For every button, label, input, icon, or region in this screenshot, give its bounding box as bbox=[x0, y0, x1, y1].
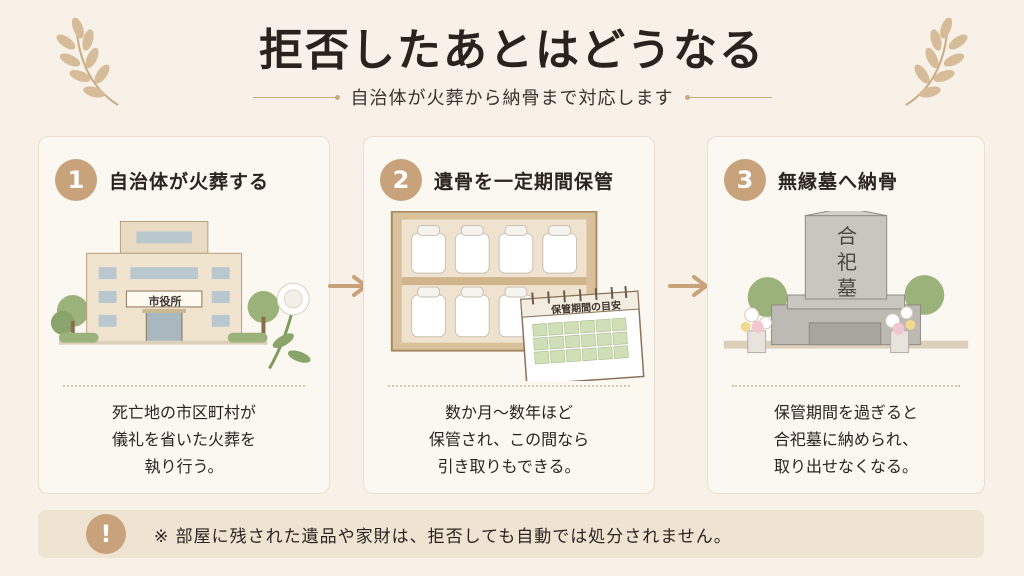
desc-line: 合祀墓に納められ、 bbox=[773, 430, 919, 449]
step-number-2: 2 bbox=[380, 159, 422, 201]
step-divider-2 bbox=[388, 385, 630, 387]
desc-line: 死亡地の市区町村が bbox=[111, 403, 256, 422]
tombstone-char: 祀 bbox=[837, 250, 857, 274]
subtitle-line-right bbox=[684, 94, 772, 100]
step-description-2: 数か月〜数年ほど 保管され、この間なら 引き取りもできる。 bbox=[364, 399, 654, 480]
tombstone-char: 墓 bbox=[837, 276, 857, 300]
laurel-left-icon bbox=[56, 17, 119, 106]
step-card-3: 3 無縁墓へ納骨 合 祀 墓 保管期間を過ぎると 合祀墓に納められ、 取り出せな… bbox=[707, 136, 985, 494]
page-subtitle: 自治体が火葬から納骨まで対応します bbox=[350, 88, 674, 109]
city-hall-icon bbox=[50, 221, 311, 370]
tombstone-icon bbox=[723, 211, 969, 354]
city-hall-sign: 市役所 bbox=[148, 295, 182, 308]
urn-shelf-icon bbox=[390, 211, 645, 381]
desc-line: 数か月〜数年ほど bbox=[444, 403, 573, 422]
step-title-3: 無縁墓へ納骨 bbox=[778, 170, 899, 193]
step-card-2: 2 遺骨を一定期間保管 bbox=[363, 136, 655, 494]
step-card-1: 1 自治体が火葬する 市役所 死亡地の市 bbox=[38, 136, 330, 494]
desc-line: 保管され、この間なら bbox=[428, 430, 590, 449]
step-divider-3 bbox=[732, 385, 960, 387]
step-header-2: 2 遺骨を一定期間保管 bbox=[380, 159, 614, 201]
desc-line: 取り出せなくなる。 bbox=[773, 457, 918, 476]
step-description-1: 死亡地の市区町村が 儀礼を省いた火葬を 執り行う。 bbox=[39, 399, 329, 480]
notice-text: ※ 部屋に残された遺品や家財は、拒否しても自動では処分されません。 bbox=[154, 526, 732, 547]
notice-banner: ! ※ 部屋に残された遺品や家財は、拒否しても自動では処分されません。 bbox=[38, 510, 984, 558]
step-number-3: 3 bbox=[724, 159, 766, 201]
step-number-1: 1 bbox=[55, 159, 97, 201]
step-title-2: 遺骨を一定期間保管 bbox=[434, 170, 615, 193]
step-title-1: 自治体が火葬する bbox=[109, 170, 270, 193]
tombstone-char: 合 bbox=[837, 224, 857, 248]
desc-line: 執り行う。 bbox=[144, 457, 224, 476]
page-title: 拒否したあとはどうなる bbox=[259, 25, 765, 76]
step-divider-1 bbox=[63, 385, 305, 387]
laurel-right-icon bbox=[905, 17, 968, 106]
desc-line: 引き取りもできる。 bbox=[437, 457, 581, 476]
step-header-3: 3 無縁墓へ納骨 bbox=[724, 159, 898, 201]
subtitle-row: 自治体が火葬から納骨まで対応します bbox=[0, 84, 1024, 110]
step-description-3: 保管期間を過ぎると 合祀墓に納められ、 取り出せなくなる。 bbox=[708, 399, 984, 480]
tombstone-inscription: 合 祀 墓 bbox=[806, 223, 888, 301]
desc-line: 保管期間を過ぎると bbox=[773, 403, 918, 422]
step-header-1: 1 自治体が火葬する bbox=[55, 159, 269, 201]
arrow-right-icon bbox=[668, 275, 708, 297]
desc-line: 儀礼を省いた火葬を bbox=[111, 430, 256, 449]
subtitle-line-left bbox=[252, 94, 340, 100]
exclamation-icon: ! bbox=[86, 514, 126, 554]
